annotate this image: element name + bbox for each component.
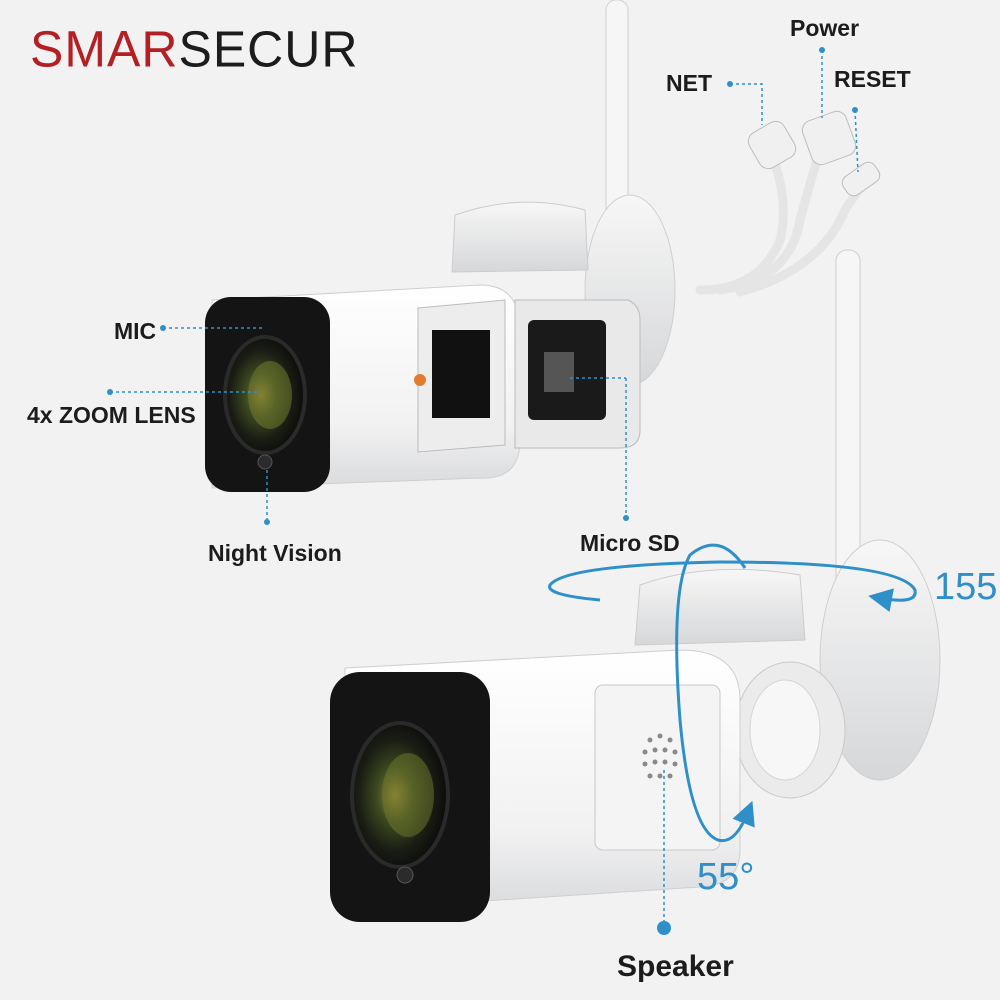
lower-camera — [330, 249, 941, 922]
micro-sd-card — [544, 352, 574, 392]
reset-callout — [854, 109, 859, 173]
speaker-grille — [642, 733, 678, 779]
reset-label: RESET — [834, 66, 911, 92]
upper-ir-led — [257, 454, 273, 470]
power-connector — [801, 110, 857, 166]
tilt-angle: 55° — [697, 856, 755, 898]
rotation-arrows — [548, 543, 917, 843]
net-callout — [730, 83, 763, 125]
compartment-indicator — [414, 374, 426, 386]
lower-dome — [634, 568, 806, 646]
mic-label: MIC — [114, 318, 157, 344]
reset-button-cable — [841, 161, 881, 197]
lower-ir-led — [396, 866, 414, 884]
upper-camera — [205, 0, 881, 492]
night-vision-label: Night Vision — [208, 540, 342, 566]
brand-part-2: SECUR — [178, 20, 359, 78]
micro-sd-label: Micro SD — [580, 530, 680, 556]
brand-part-1: SMAR — [30, 20, 179, 78]
tilt-joint-cap — [749, 679, 821, 781]
upper-lens-reflection — [248, 361, 292, 429]
callout-lines — [110, 50, 859, 925]
net-label: NET — [666, 70, 712, 96]
upper-dome — [451, 201, 589, 273]
lower-lens-reflection — [382, 753, 434, 837]
callout-dots — [107, 47, 858, 935]
pan-arrow — [548, 560, 917, 612]
compartment-opening — [432, 330, 490, 418]
net-connector — [747, 120, 797, 170]
brand-logo: SMARSECUR — [30, 24, 359, 75]
speaker-panel — [594, 684, 721, 851]
speaker-label: Speaker — [617, 950, 734, 983]
pan-angle: 155 — [934, 566, 998, 608]
tilt-arrow — [675, 543, 755, 843]
zoom-lens-label: 4x ZOOM LENS — [27, 402, 196, 428]
power-label: Power — [790, 15, 860, 41]
